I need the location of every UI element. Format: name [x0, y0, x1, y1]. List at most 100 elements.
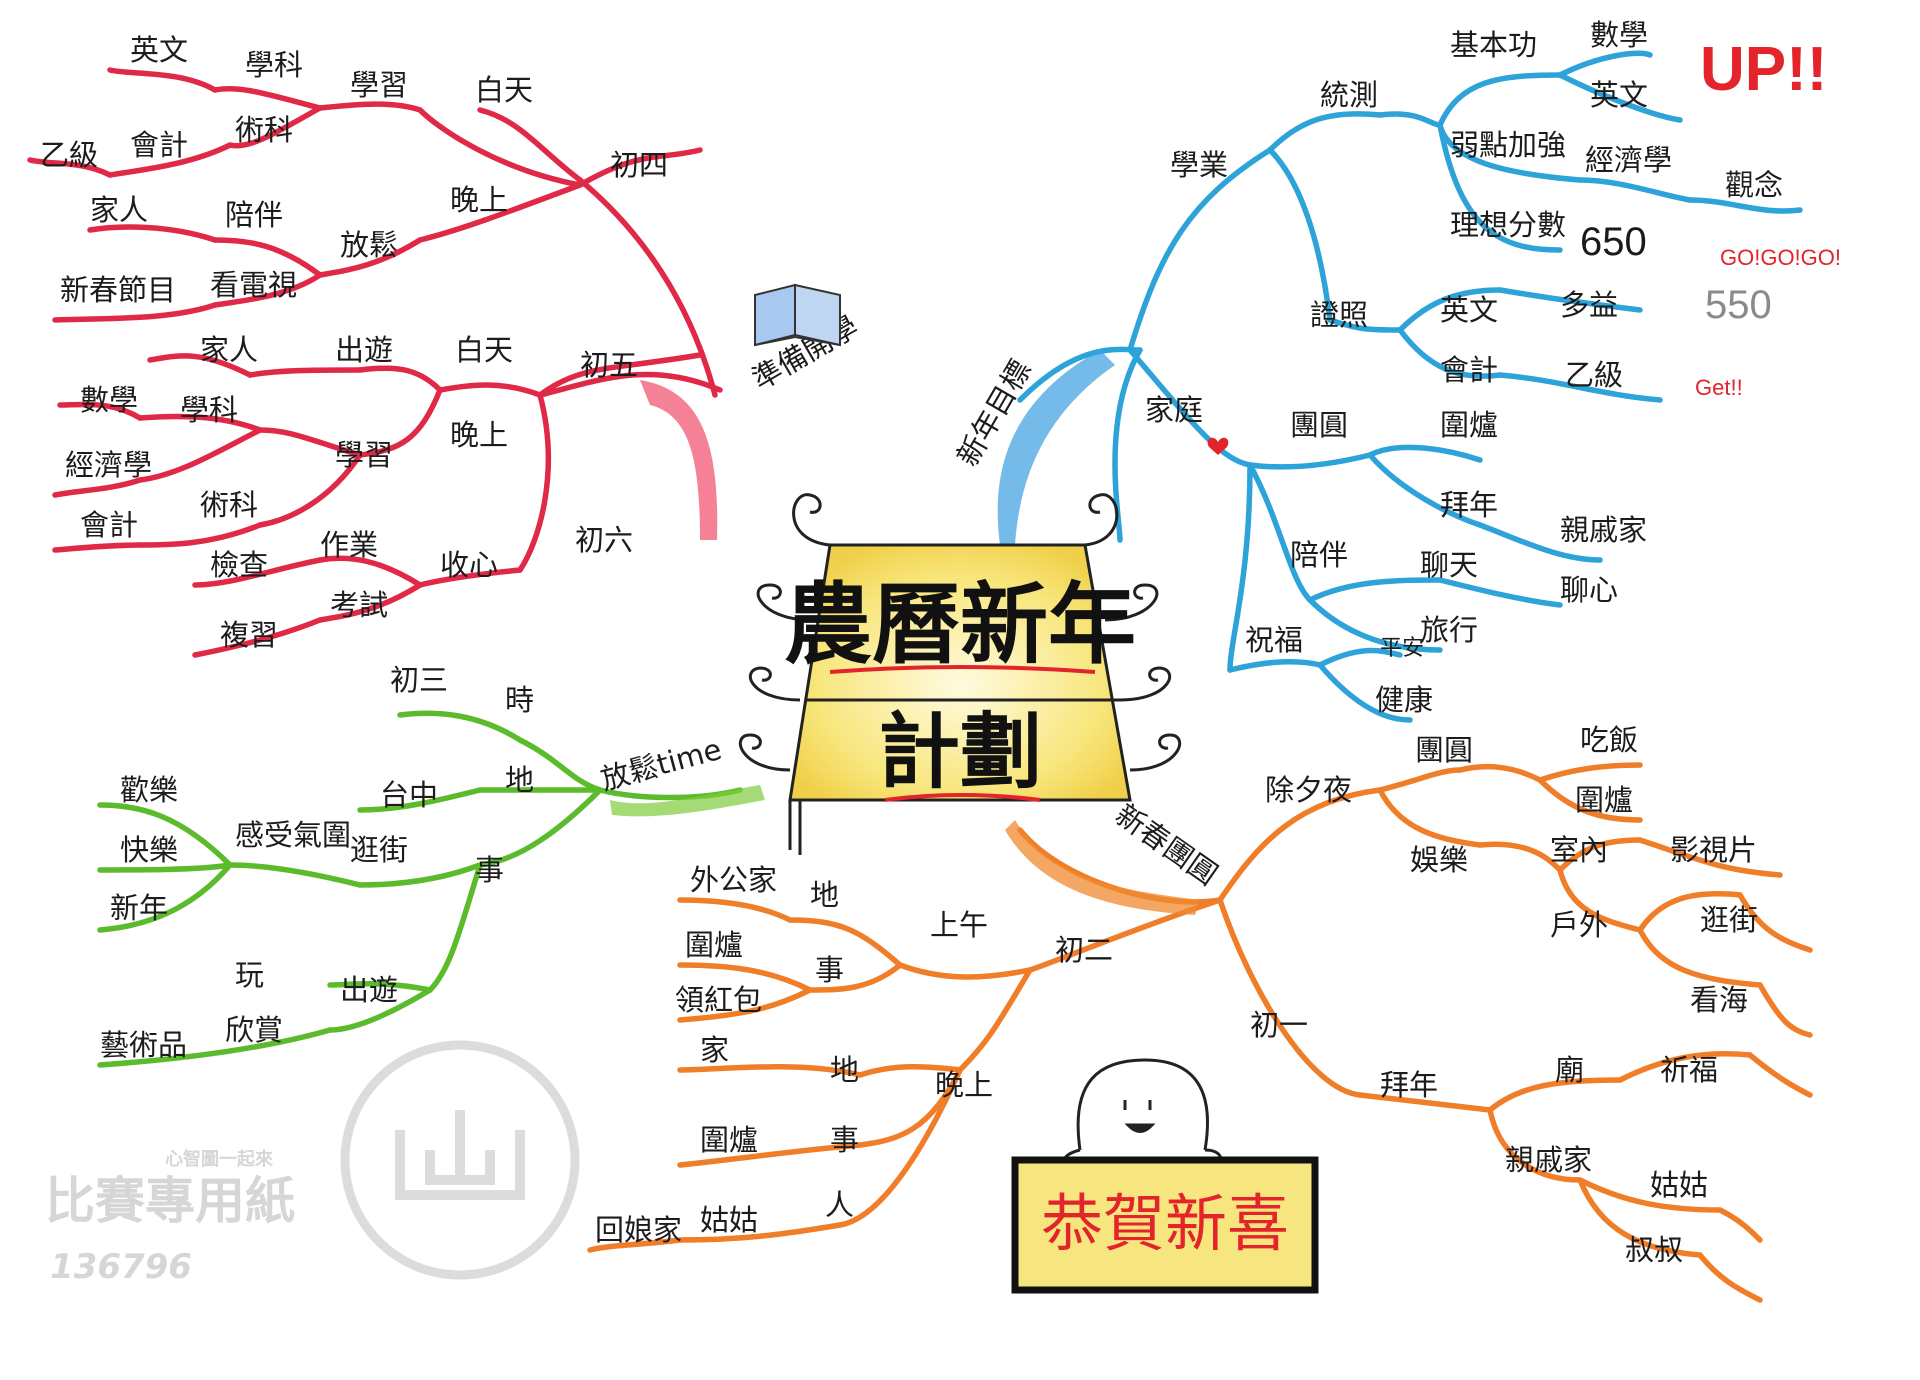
orange-node-movies: 影視片: [1670, 833, 1757, 867]
green-node-activity: 事: [475, 853, 504, 887]
central-title: 農曆新年: [784, 572, 1136, 676]
blue-node-concept: 觀念: [1725, 168, 1783, 202]
blue-trunk: [997, 350, 1115, 545]
orange-main-label: 新春團圓: [1109, 797, 1224, 891]
green-main-label: 放鬆time: [597, 732, 725, 797]
blue-node-peace: 平安: [1380, 636, 1424, 661]
red-trunk: [640, 380, 718, 540]
central-subtitle: 計劃: [878, 704, 1042, 800]
blue-node-license-english: 英文: [1440, 293, 1498, 327]
blue-node-toeic: 多益: [1560, 288, 1618, 322]
green-trunk: [610, 785, 765, 817]
blue-node-license-accounting: 會計: [1440, 353, 1498, 387]
stamp-brand: 比賽專用紙: [45, 1172, 295, 1230]
red-node-chu4: 初四: [610, 148, 668, 182]
green-node-new-year: 新年: [110, 891, 168, 925]
red-node-check: 檢查: [210, 548, 268, 582]
stamp-code: 136796: [50, 1247, 192, 1287]
red-branch-labels: 準備開學 初四 白天 學習 學科 英文 術科 會計 乙級 晚上 放鬆 陪伴 家人…: [40, 33, 864, 652]
green-node-outing: 出遊: [340, 973, 398, 1007]
orange-node-morning-event: 事: [815, 953, 844, 987]
orange-node-shopping: 逛街: [1700, 903, 1758, 937]
blue-branch-lines: [1017, 50, 1803, 723]
red-node-chu5-academic: 學科: [180, 393, 238, 427]
blue-note-go: GO!GO!GO!: [1720, 245, 1841, 270]
blue-node-exam: 統測: [1320, 78, 1378, 112]
watermark-stamp: 心智圖一起來 比賽專用紙 136796: [45, 1040, 580, 1287]
blue-node-reunion: 團圓: [1290, 408, 1348, 442]
green-branch-labels: 放鬆time 時 初三 地 台中 事 逛街 感受氣圍 歡樂 快樂 新年 出遊 玩…: [100, 663, 725, 1062]
red-node-homework: 作業: [320, 528, 378, 562]
red-node-chu5-day: 白天: [455, 333, 513, 367]
green-node-happy: 快樂: [120, 833, 178, 867]
orange-node-chu1-visit: 拜年: [1380, 1068, 1438, 1102]
green-node-atmosphere: 感受氣圍: [235, 818, 351, 852]
blue-node-company: 陪伴: [1290, 538, 1348, 572]
red-node-academic: 學科: [245, 48, 303, 82]
stamp-logo-icon: [395, 1110, 525, 1200]
red-node-settle: 收心: [440, 548, 498, 582]
orange-node-chu2: 初二: [1055, 933, 1113, 967]
green-branch-lines: [97, 710, 743, 1068]
orange-node-red-envelope: 領紅包: [675, 983, 762, 1017]
red-node-exam: 考試: [330, 588, 388, 622]
green-node-appreciate: 欣賞: [225, 1013, 283, 1047]
orange-node-sea: 看海: [1690, 983, 1748, 1017]
red-node-skill: 術科: [235, 113, 293, 147]
orange-node-people: 人: [825, 1188, 854, 1222]
green-node-play: 玩: [235, 958, 264, 992]
red-node-economics: 經濟學: [65, 448, 152, 482]
green-node-shopping: 逛街: [350, 833, 408, 867]
orange-node-indoor: 室內: [1550, 833, 1608, 867]
blue-branch-labels: 新年目標 學業 統測 基本功 數學 英文 弱點加強 經濟學 觀念 理想分數 65…: [950, 18, 1841, 717]
red-node-chu5-skill: 術科: [200, 488, 258, 522]
banner-frame: [1011, 1156, 1319, 1294]
blue-node-550: 550: [1705, 283, 1772, 327]
red-branch-lines: [27, 67, 723, 658]
orange-node-morning: 上午: [930, 908, 988, 942]
blue-node-chat: 聊天: [1420, 548, 1478, 582]
red-node-chu4-day: 白天: [475, 73, 533, 107]
orange-node-entertainment: 娛樂: [1410, 843, 1468, 877]
orange-node-aunt: 姑姑: [1650, 1168, 1708, 1202]
orange-node-pray: 祈福: [1660, 1053, 1718, 1087]
red-node-math: 數學: [80, 383, 138, 417]
orange-node-evening-hotpot: 圍爐: [700, 1123, 758, 1157]
red-node-chu5-accounting: 會計: [80, 508, 138, 542]
orange-node-maiden-home: 回娘家: [595, 1213, 682, 1247]
green-node-joy: 歡樂: [120, 773, 178, 807]
orange-node-eve-reunion: 團圓: [1415, 733, 1473, 767]
blue-node-math: 數學: [1590, 18, 1648, 52]
central-topic: 農曆新年 計劃: [739, 493, 1181, 855]
blue-node-economics: 經濟學: [1585, 143, 1672, 177]
red-node-review: 複習: [220, 618, 278, 652]
blue-node-license: 證照: [1310, 298, 1368, 332]
red-node-spring-shows: 新春節目: [60, 273, 176, 307]
blue-node-relatives: 親戚家: [1560, 513, 1647, 547]
green-node-time: 時: [505, 683, 534, 717]
scroll-decorations: [739, 493, 1181, 772]
banner-text: 恭賀新喜: [1041, 1187, 1289, 1260]
central-shape: [788, 543, 1132, 802]
open-book-icon: [754, 283, 841, 347]
orange-node-chu1-relatives: 親戚家: [1505, 1143, 1592, 1177]
blue-node-target-score: 理想分數: [1450, 208, 1566, 242]
red-node-accounting: 會計: [130, 128, 188, 162]
orange-node-new-year-eve: 除夕夜: [1265, 773, 1352, 807]
red-node-chu4-night: 晚上: [450, 183, 508, 217]
blue-node-650: 650: [1580, 220, 1647, 264]
orange-node-evening-aunt: 姑姑: [700, 1203, 758, 1237]
stamp-tagline: 心智圖一起來: [165, 1148, 273, 1170]
orange-node-grandpa-home: 外公家: [690, 863, 777, 897]
orange-node-evening-event: 事: [830, 1123, 859, 1157]
blue-node-blessing: 祝福: [1245, 623, 1303, 657]
orange-node-temple: 廟: [1555, 1053, 1584, 1087]
red-node-chu5-family: 家人: [200, 333, 258, 367]
blue-node-family: 家庭: [1145, 393, 1203, 427]
orange-node-dinner: 吃飯: [1580, 723, 1638, 757]
orange-node-morning-hotpot: 圍爐: [685, 928, 743, 962]
orange-node-evening-place: 地: [830, 1053, 859, 1087]
orange-node-morning-place: 地: [810, 878, 839, 912]
blue-node-heart-talk: 聊心: [1560, 573, 1618, 607]
